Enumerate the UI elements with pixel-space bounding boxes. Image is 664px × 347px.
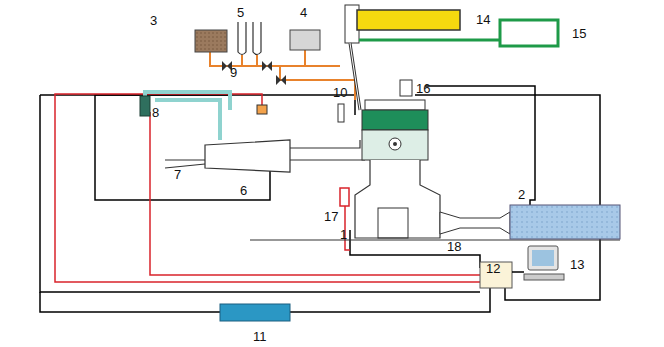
callout-number: 12 <box>486 262 500 275</box>
bed-plate <box>250 239 620 240</box>
callout-number: 15 <box>572 27 586 40</box>
computer <box>524 246 564 280</box>
callout-number: 13 <box>570 258 584 271</box>
controller <box>500 20 558 46</box>
speed-sensor <box>340 188 349 206</box>
callout-number: 16 <box>416 82 430 95</box>
callout-number: 6 <box>240 184 247 197</box>
dynamometer <box>510 205 620 239</box>
valve-symbol <box>222 61 286 85</box>
callout-number: 14 <box>476 13 490 26</box>
temperature-sensor <box>257 105 267 114</box>
callout-number: 18 <box>447 240 461 253</box>
pressure-sensor <box>400 80 412 96</box>
fuel-tank <box>290 30 320 50</box>
callout-number: 1 <box>340 228 347 241</box>
callout-number: 2 <box>518 188 525 201</box>
intake-runner <box>290 140 365 160</box>
burette <box>238 22 261 55</box>
callout-number: 11 <box>253 330 267 343</box>
control-line <box>359 39 500 42</box>
pump-unit <box>357 10 460 30</box>
fuel-tank <box>195 30 227 52</box>
sensor-wire <box>55 94 480 282</box>
emission-analyser <box>220 304 290 321</box>
engine <box>338 100 440 238</box>
air-flow-pipe <box>145 92 230 140</box>
callout-number: 3 <box>150 14 157 27</box>
signal-wire <box>40 86 600 312</box>
coupling <box>440 212 510 234</box>
callout-number: 17 <box>324 210 338 223</box>
callout-number: 7 <box>174 168 181 181</box>
intake-pipe <box>165 159 205 160</box>
data-acquisition <box>480 262 512 288</box>
callout-number: 5 <box>237 6 244 19</box>
air-flow-meter <box>140 96 150 116</box>
high-pressure-pipe <box>350 43 360 110</box>
callout-number: 8 <box>152 106 159 119</box>
callout-number: 9 <box>230 66 237 79</box>
surge-tank <box>205 140 290 172</box>
callout-number: 4 <box>300 6 307 19</box>
callout-number: 10 <box>333 86 347 99</box>
